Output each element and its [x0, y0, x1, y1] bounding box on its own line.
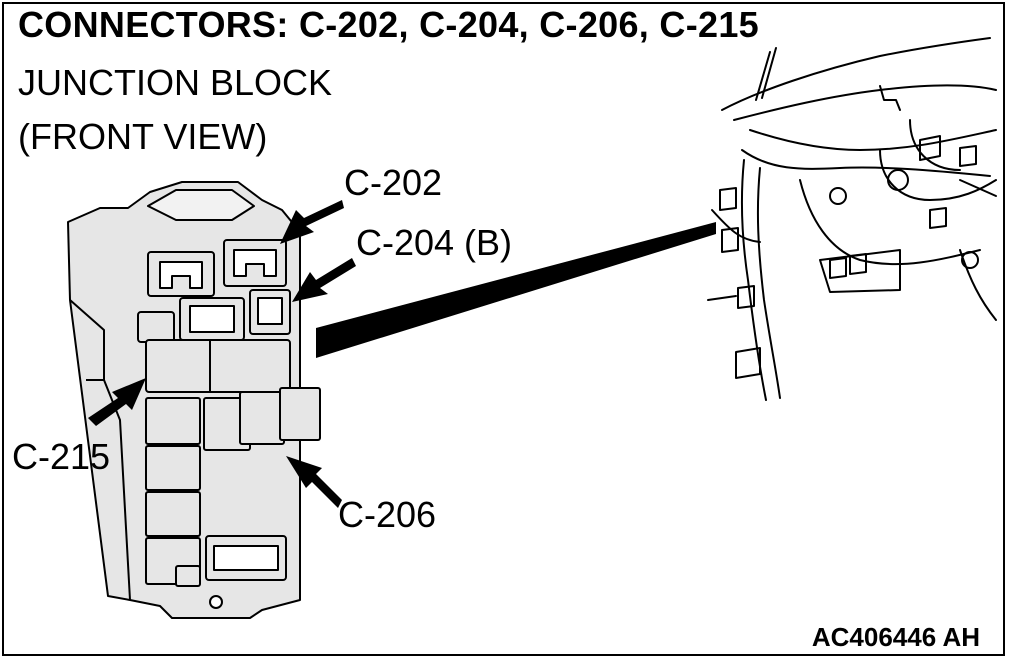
arrow-c-206	[286, 456, 342, 508]
label-c-215: C-215	[12, 436, 111, 477]
arrow-c-215	[88, 378, 146, 426]
arrow-c-202	[280, 200, 344, 244]
subtitle-front-view: (FRONT VIEW)	[18, 116, 268, 157]
label-c-204: C-204 (B)	[356, 222, 513, 263]
label-c-202: C-202	[344, 162, 443, 203]
connector-c-215-slot	[145, 339, 291, 393]
label-c-206: C-206	[338, 494, 437, 535]
dashboard-harness-sketch	[707, 37, 997, 401]
projection-wedge	[316, 222, 716, 358]
page-title: CONNECTORS: C-202, C-204, C-206, C-215	[18, 4, 759, 45]
figure-code: AC406446 AH	[811, 622, 980, 652]
connector-c-206-slot	[279, 387, 321, 441]
subtitle-junction-block: JUNCTION BLOCK	[18, 62, 333, 103]
arrow-c-204	[292, 258, 356, 302]
